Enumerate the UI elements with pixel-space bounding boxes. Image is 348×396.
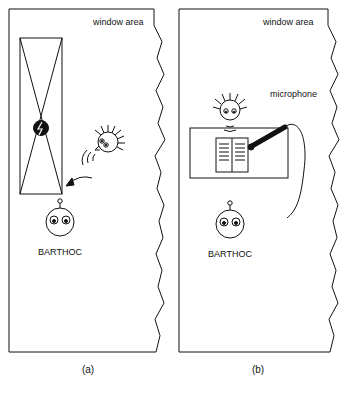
sound-waves xyxy=(82,150,95,165)
sound-waves xyxy=(224,126,236,132)
table xyxy=(190,128,288,178)
scene-panel: window areaBARTHOC xyxy=(8,8,166,353)
window-symbol xyxy=(20,38,62,194)
device-label: microphone xyxy=(270,90,317,100)
person-head xyxy=(213,93,247,120)
open-book xyxy=(216,138,248,172)
panel-outline xyxy=(178,8,340,353)
robot-name: BARTHOC xyxy=(38,248,82,258)
robot-head xyxy=(216,201,244,238)
robot-name: BARTHOC xyxy=(208,250,252,260)
torn-border xyxy=(179,9,339,352)
panel-caption: (a) xyxy=(82,364,94,375)
robot-head xyxy=(46,199,74,236)
scene-panel: window area microphoneBARTHOC xyxy=(178,8,340,353)
region-label: window area xyxy=(263,18,314,28)
person-head xyxy=(95,125,125,152)
panel-caption: (b) xyxy=(252,364,264,375)
microphone-symbol xyxy=(248,124,305,218)
turn-arrow xyxy=(66,177,92,186)
panel-outline xyxy=(8,8,166,353)
region-label: window area xyxy=(93,18,144,28)
torn-border xyxy=(9,9,165,352)
